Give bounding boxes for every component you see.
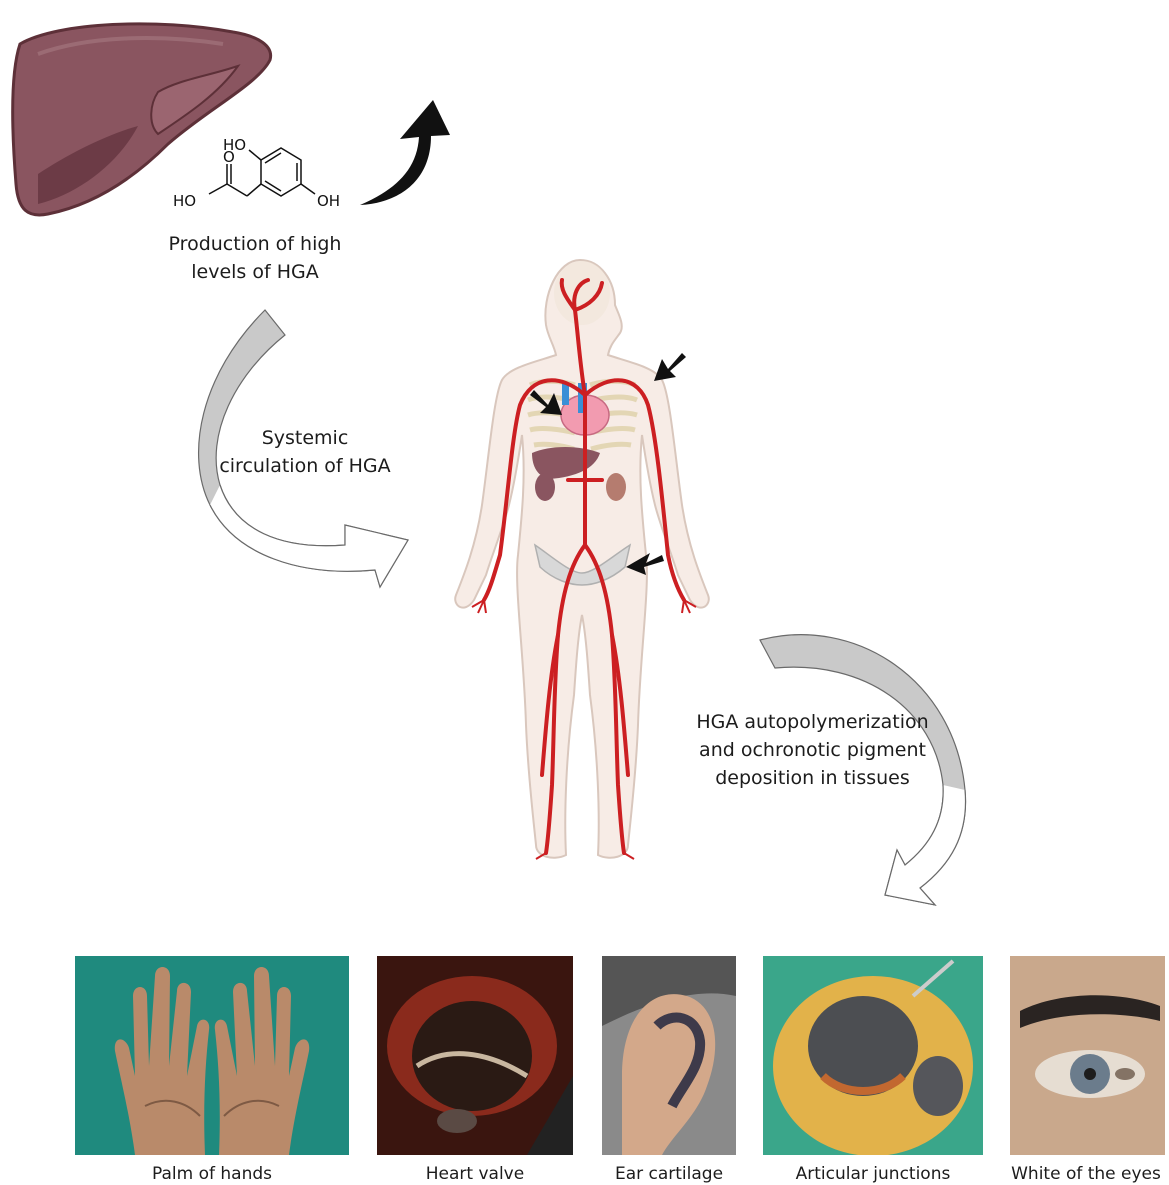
production-line2: levels of HGA xyxy=(135,258,375,286)
deposition-line3: deposition in tissues xyxy=(680,764,945,792)
label-palm-of-hands: Palm of hands xyxy=(75,1164,349,1184)
photo-ear-cartilage xyxy=(602,956,736,1155)
photo-articular-junctions xyxy=(763,956,983,1155)
label-white-of-the-eyes: White of the eyes xyxy=(1003,1164,1169,1184)
atom-oh-right: OH xyxy=(317,192,340,210)
deposition-label: HGA autopolymerization and ochronotic pi… xyxy=(680,708,945,792)
atom-ho-left: HO xyxy=(173,192,196,210)
production-line1: Production of high xyxy=(135,230,375,258)
circulation-line1: Systemic xyxy=(205,424,405,452)
circulation-label: Systemic circulation of HGA xyxy=(205,424,405,480)
label-ear-cartilage: Ear cartilage xyxy=(590,1164,748,1184)
black-curved-arrow xyxy=(355,95,455,210)
human-body-arterial-system xyxy=(450,255,715,870)
atom-oxygen: O xyxy=(223,148,235,166)
hga-molecule: HO O HO OH xyxy=(165,132,355,222)
photo-palm-of-hands xyxy=(75,956,349,1155)
label-heart-valve: Heart valve xyxy=(377,1164,573,1184)
photo-heart-valve xyxy=(377,956,573,1155)
deposition-line1: HGA autopolymerization xyxy=(680,708,945,736)
label-articular-junctions: Articular junctions xyxy=(763,1164,983,1184)
production-label: Production of high levels of HGA xyxy=(135,230,375,286)
photo-white-of-the-eyes xyxy=(1010,956,1165,1155)
circulation-line2: circulation of HGA xyxy=(205,452,405,480)
deposition-line2: and ochronotic pigment xyxy=(680,736,945,764)
